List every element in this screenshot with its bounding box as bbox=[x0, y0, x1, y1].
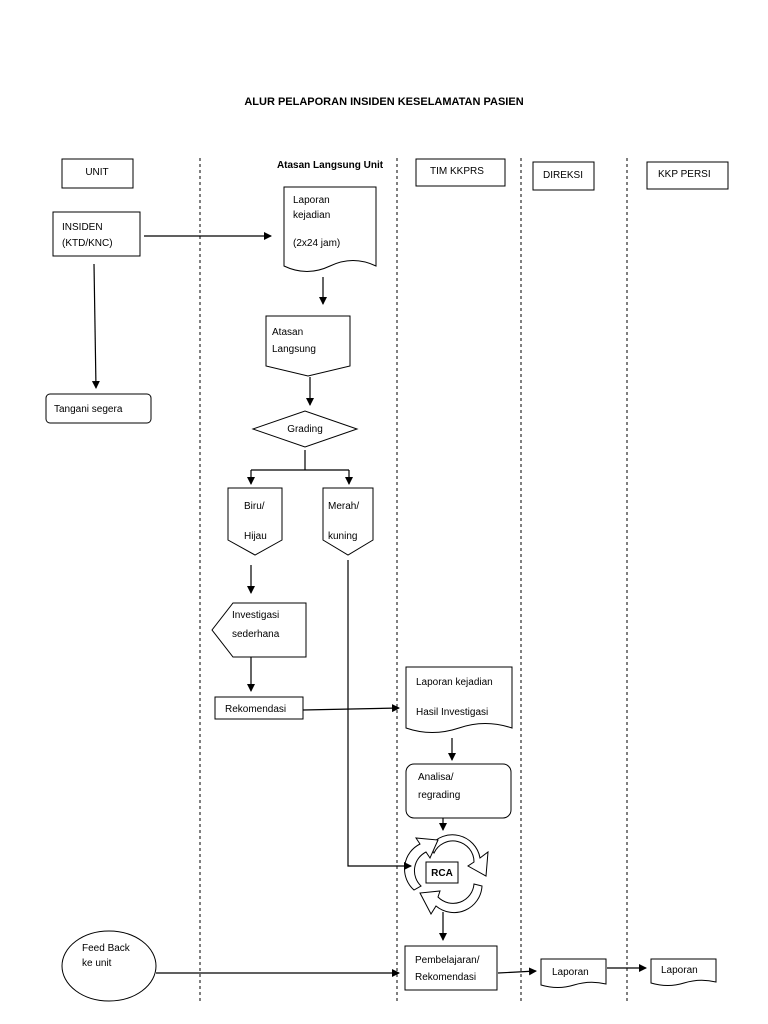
lane-header-atasan: Atasan Langsung Unit bbox=[277, 160, 384, 171]
merah-kuning-connector: Merah/ kuning bbox=[322, 487, 374, 556]
lane-header-kkp-persi: KKP PERSI bbox=[646, 161, 729, 190]
lane-header-label: UNIT bbox=[85, 167, 108, 178]
lane-header-tim-kkprs: TIM KKPRS bbox=[415, 158, 506, 187]
pembelajaran-label: Rekomendasi bbox=[415, 972, 476, 983]
biru-hijau-label: Hijau bbox=[244, 531, 267, 542]
laporan-kejadian-deadline: (2x24 jam) bbox=[293, 238, 340, 249]
rekomendasi-box: Rekomendasi bbox=[214, 696, 304, 720]
arrow-pembelajaran-to-direksi bbox=[497, 967, 537, 976]
rca-cycle-arrow bbox=[404, 837, 439, 891]
rca-label: RCA bbox=[431, 868, 453, 879]
pembelajaran-box: Pembelajaran/ Rekomendasi bbox=[404, 945, 498, 991]
investigasi-sederhana-box: Investigasi sederhana bbox=[211, 602, 307, 658]
biru-hijau-connector: Biru/ Hijau bbox=[227, 487, 283, 556]
laporan-kejadian-label: Laporan bbox=[293, 195, 330, 206]
investigasi-label: sederhana bbox=[232, 629, 280, 640]
rca-center-box bbox=[425, 861, 459, 884]
lane-header-label: TIM KKPRS bbox=[430, 166, 484, 177]
lane-header-direksi: DIREKSI bbox=[532, 161, 595, 191]
arrow-merah-to-rca bbox=[347, 560, 412, 870]
laporan-direksi-label: Laporan bbox=[552, 967, 589, 978]
merah-kuning-label: kuning bbox=[328, 531, 357, 542]
rca-cycle-arrow bbox=[429, 834, 489, 877]
merah-kuning-label: Merah/ bbox=[328, 501, 359, 512]
diagram-title: ALUR PELAPORAN INSIDEN KESELAMATAN PASIE… bbox=[244, 96, 523, 108]
insiden-box: INSIDEN (KTD/KNC) bbox=[52, 211, 141, 257]
laporan-kejadian-label: kejadian bbox=[293, 210, 330, 221]
grading-branch-line bbox=[251, 450, 349, 471]
analisa-label: Analisa/ bbox=[418, 772, 454, 783]
atasan-langsung-connector: Atasan Langsung bbox=[265, 315, 351, 377]
biru-hijau-label: Biru/ bbox=[244, 501, 265, 512]
tangani-segera-box: Tangani segera bbox=[45, 393, 152, 424]
pembelajaran-label: Pembelajaran/ bbox=[415, 955, 480, 966]
grading-decision: Grading bbox=[251, 410, 359, 448]
insiden-sublabel: (KTD/KNC) bbox=[62, 238, 113, 249]
arrow-rekomendasi-to-laporan-hasil bbox=[302, 704, 400, 713]
feedback-label: ke unit bbox=[82, 958, 112, 969]
rca-cycle-arrow bbox=[419, 883, 483, 916]
lane-header-unit: UNIT bbox=[61, 158, 134, 189]
laporan-kejadian-document: Laporan kejadian (2x24 jam) bbox=[283, 186, 377, 272]
analisa-regrading-box: Analisa/ regrading bbox=[405, 763, 512, 819]
tangani-segera-label: Tangani segera bbox=[54, 404, 123, 415]
lane-header-label: DIREKSI bbox=[543, 170, 583, 181]
laporan-hasil-label: Laporan kejadian bbox=[416, 677, 493, 688]
atasan-langsung-label: Atasan bbox=[272, 327, 303, 338]
rekomendasi-label: Rekomendasi bbox=[225, 704, 286, 715]
laporan-hasil-investigasi-document: Laporan kejadian Hasil Investigasi bbox=[405, 666, 513, 733]
grading-label: Grading bbox=[287, 424, 323, 435]
laporan-kkp-label: Laporan bbox=[661, 965, 698, 976]
analisa-label: regrading bbox=[418, 790, 460, 801]
arrow-insiden-to-tangani bbox=[91, 263, 100, 389]
feedback-label: Feed Back bbox=[82, 943, 131, 954]
laporan-kkp-document: Laporan bbox=[650, 958, 717, 986]
laporan-direksi-document: Laporan bbox=[540, 958, 607, 988]
lane-header-label: KKP PERSI bbox=[658, 169, 711, 180]
feedback-ellipse: Feed Back ke unit bbox=[61, 930, 157, 1002]
atasan-langsung-label: Langsung bbox=[272, 344, 316, 355]
rca-cycle: RCA bbox=[404, 834, 489, 916]
laporan-hasil-label: Hasil Investigasi bbox=[416, 707, 488, 718]
investigasi-label: Investigasi bbox=[232, 610, 279, 621]
insiden-label: INSIDEN bbox=[62, 222, 103, 233]
